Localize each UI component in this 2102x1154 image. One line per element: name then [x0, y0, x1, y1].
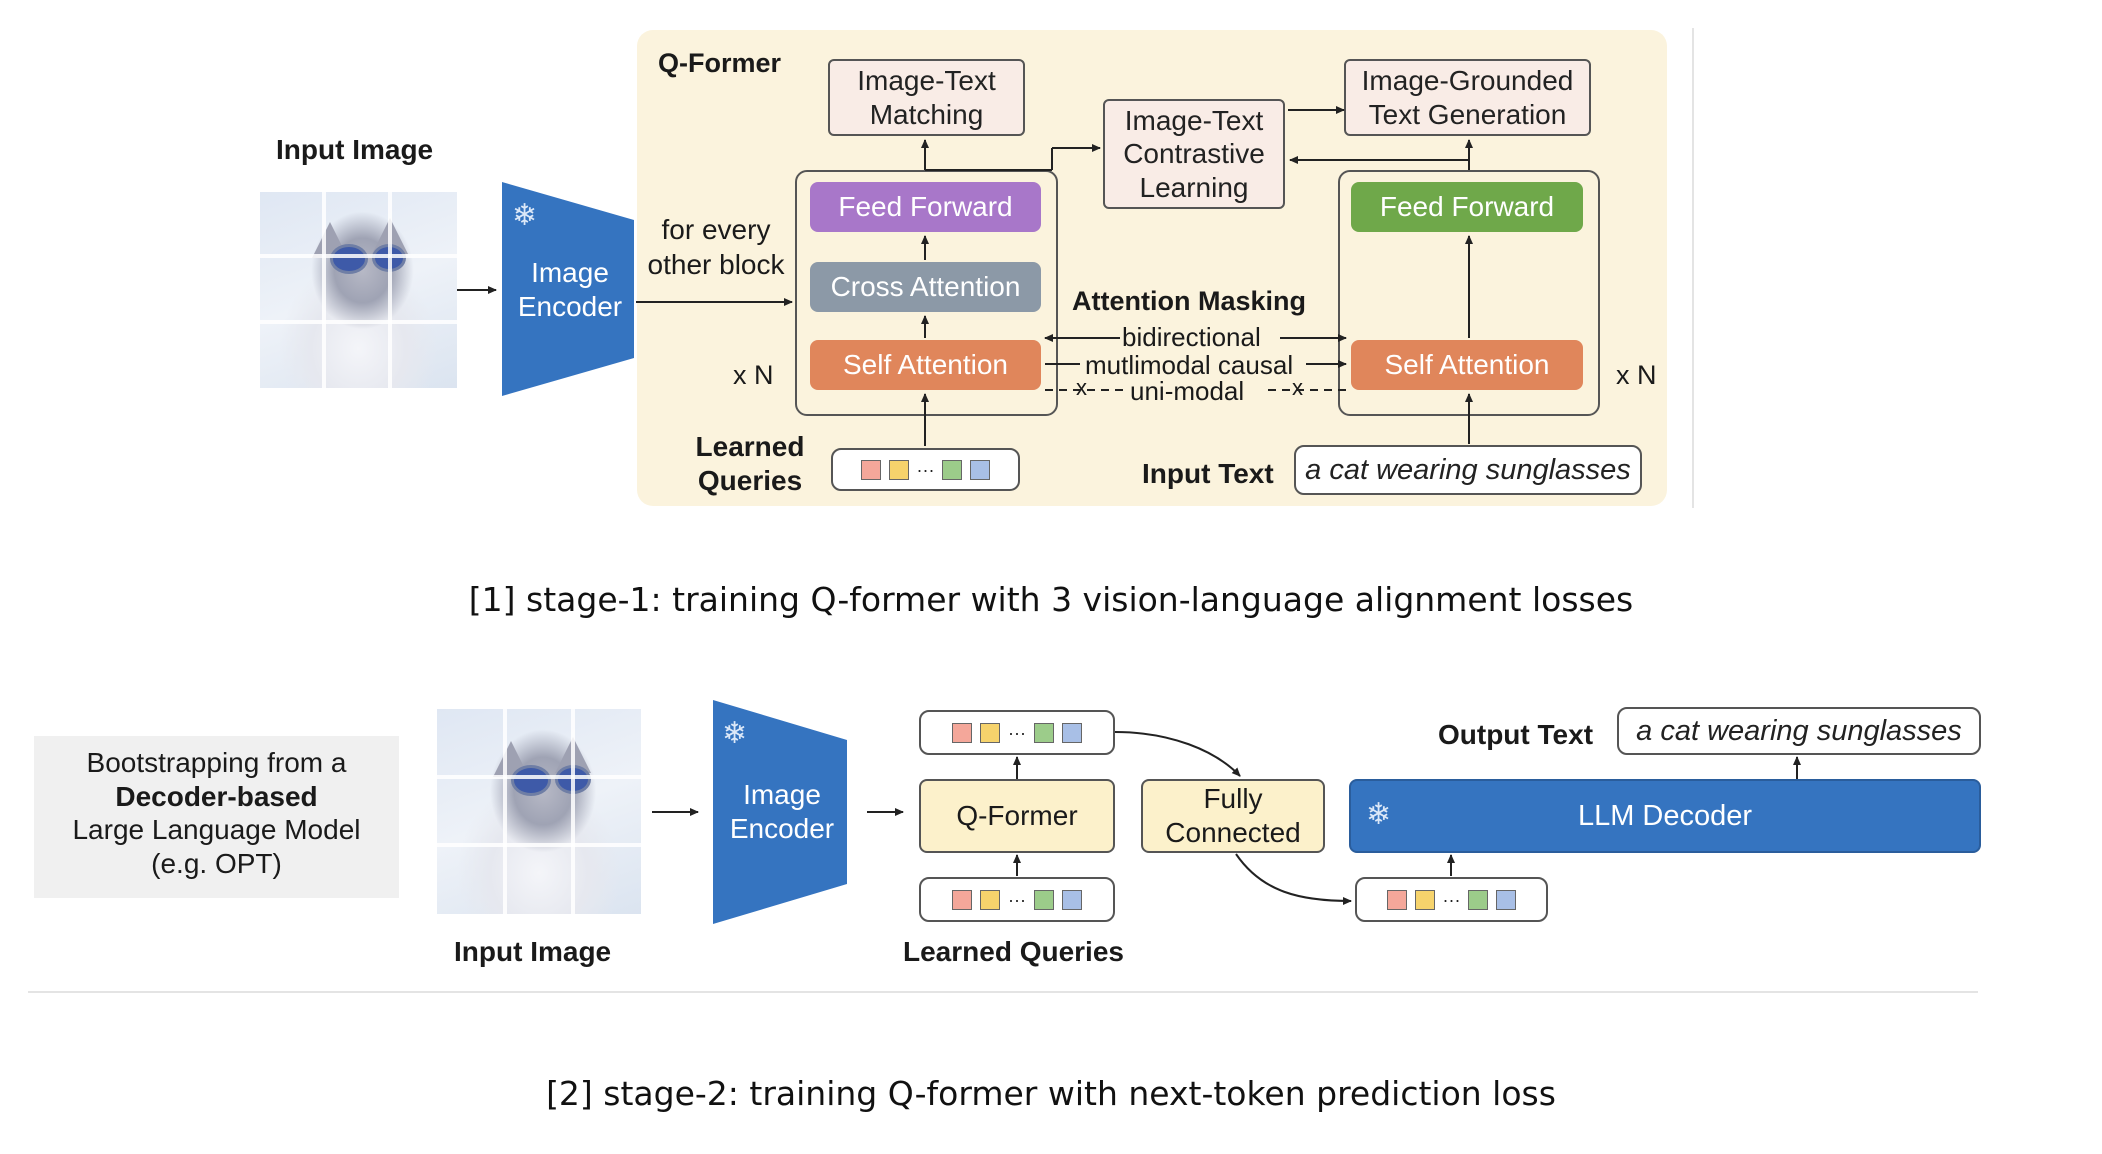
- self-attention-right: Self Attention: [1351, 340, 1583, 390]
- section-divider: [28, 991, 1978, 993]
- input-image-label-stage2: Input Image: [454, 936, 612, 967]
- query-token: [980, 889, 1000, 910]
- query-token: [952, 722, 972, 743]
- output-text-label: Output Text: [1438, 719, 1594, 750]
- snowflake-icon: ❄: [722, 717, 748, 750]
- stage1-caption: [1] stage-1: training Q-former with 3 vi…: [468, 580, 1634, 619]
- cat-image: [260, 192, 457, 388]
- input-text-label: Input Text: [1142, 458, 1274, 489]
- stage2-arrows: [652, 731, 1801, 905]
- snowflake-icon: ❄: [512, 199, 538, 232]
- query-token: [1496, 889, 1517, 910]
- mask-x-left: x: [1076, 375, 1087, 400]
- self-attention-left: Self Attention: [810, 340, 1041, 390]
- bootstrap-panel: [34, 736, 399, 898]
- query-ellipsis: ···: [1008, 889, 1026, 910]
- query-token: [952, 889, 972, 910]
- llm-decoder-box: LLM Decoder: [1349, 779, 1981, 853]
- query-token: [1033, 722, 1054, 743]
- panel-divider: [1692, 28, 1694, 508]
- mask-multimodal-causal: mutlimodal causal: [1085, 350, 1294, 380]
- image-encoder-shape-stage2: [713, 700, 847, 924]
- bootstrap-text: Bootstrapping from a Decoder-based Large…: [72, 747, 361, 879]
- query-token: [970, 459, 991, 480]
- query-token: [1061, 889, 1082, 910]
- llm-input-tokens: ···: [1355, 877, 1548, 922]
- query-token: [1061, 722, 1082, 743]
- snowflake-icon: ❄: [1366, 798, 1392, 831]
- query-token: [942, 459, 963, 480]
- mask-bidirectional: bidirectional: [1122, 322, 1261, 352]
- qformer-box: Q-Former: [919, 779, 1115, 853]
- repeat-n-right: x N: [1616, 360, 1657, 390]
- query-token: [1386, 889, 1407, 910]
- query-token: [1468, 889, 1489, 910]
- learned-queries-input: ···: [919, 877, 1115, 922]
- query-ellipsis: ···: [1442, 889, 1461, 910]
- input-text-box: a cat wearing sunglasses: [1294, 445, 1642, 495]
- learned-queries-label-stage2: Learned Queries: [903, 936, 1124, 967]
- mask-x-right: x: [1292, 375, 1303, 400]
- stage1-arrows: [457, 106, 1473, 446]
- learned-queries-output: ···: [919, 710, 1115, 755]
- query-token: [1033, 889, 1054, 910]
- stage2-caption: [2] stage-2: training Q-former with next…: [546, 1074, 1556, 1113]
- query-token: [980, 722, 1000, 743]
- feed-forward-left: Feed Forward: [810, 182, 1041, 232]
- attention-masking-label: Attention Masking: [1072, 286, 1306, 316]
- qformer-title: Q-Former: [658, 48, 782, 78]
- query-token: [888, 459, 909, 480]
- mask-unimodal: uni-modal: [1130, 376, 1245, 406]
- query-ellipsis: ···: [916, 459, 935, 480]
- repeat-n-left: x N: [733, 360, 774, 390]
- learned-queries-tokens: ···: [831, 448, 1020, 491]
- image-encoder-shape: [502, 182, 634, 396]
- output-text-box: a cat wearing sunglasses: [1617, 707, 1981, 755]
- query-token: [1414, 889, 1435, 910]
- input-image-label: Input Image: [276, 134, 434, 165]
- cat-image: [437, 709, 641, 914]
- query-token: [860, 459, 881, 480]
- cross-attention: Cross Attention: [810, 262, 1041, 312]
- query-ellipsis: ···: [1008, 722, 1026, 743]
- feed-forward-right: Feed Forward: [1351, 182, 1583, 232]
